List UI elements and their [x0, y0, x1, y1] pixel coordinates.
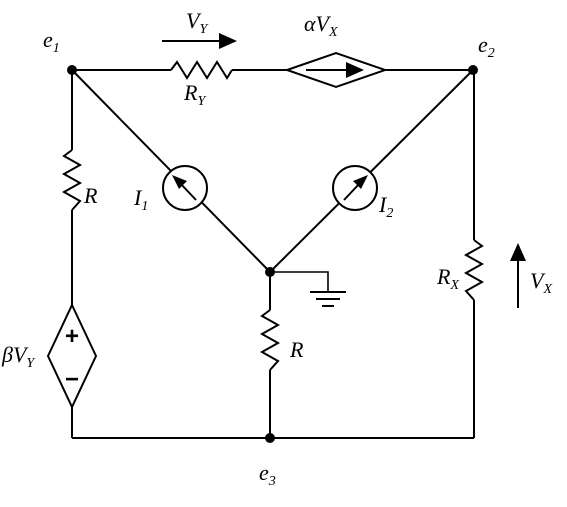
label-vx: VX — [530, 268, 552, 297]
node-e1-dot — [67, 65, 77, 75]
label-ry: RY — [183, 80, 207, 109]
label-rx: RX — [436, 264, 459, 293]
resistor-ry — [170, 60, 233, 80]
resistor-rx — [463, 239, 485, 301]
node-e2-dot — [468, 65, 478, 75]
i1-arrow — [179, 182, 197, 201]
ground-wire — [270, 271, 329, 292]
label-i2: I2 — [378, 192, 393, 221]
i2-arrow — [343, 182, 361, 201]
i2-arrowhead — [353, 175, 368, 189]
label-e3: e3 — [259, 460, 276, 489]
label-i1: I1 — [133, 185, 148, 214]
node-e3-dot — [265, 433, 275, 443]
dep-voltage-plus: + — [65, 323, 79, 350]
label-vy: VY — [186, 8, 209, 37]
label-e1: e1 — [43, 27, 60, 56]
label-r-bottom: R — [289, 337, 304, 362]
label-alpha-vx: αVX — [304, 11, 338, 40]
label-beta-vy: βVY — [1, 342, 36, 371]
i1-arrowhead — [172, 175, 187, 189]
vx-arrowhead — [510, 243, 526, 261]
dep-voltage-minus: − — [65, 366, 79, 393]
label-e2: e2 — [478, 32, 495, 61]
resistor-bottom — [259, 309, 281, 371]
resistor-left — [61, 149, 83, 211]
node-center-dot — [265, 267, 275, 277]
wire-diag-right — [269, 69, 474, 273]
label-r-left: R — [83, 183, 98, 208]
vy-arrowhead — [219, 33, 237, 49]
dep-current-arrowhead — [346, 62, 364, 78]
